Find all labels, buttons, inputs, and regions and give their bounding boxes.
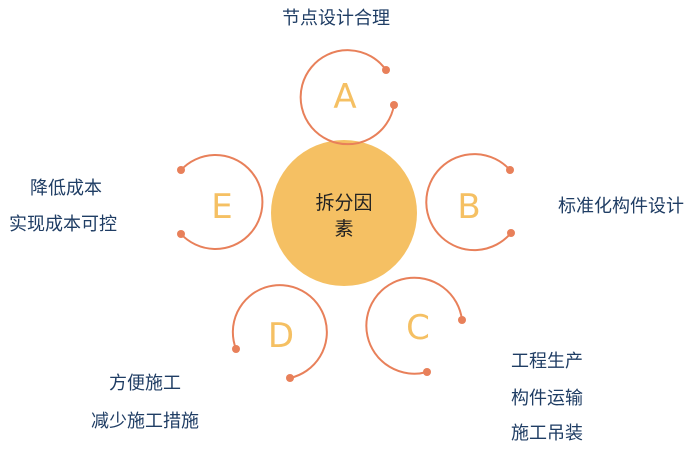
node-c-arc-end-dot [423, 368, 431, 376]
node-a-label-1: 节点设计合理 [282, 8, 390, 29]
center-label-line2: 素 [334, 218, 353, 240]
node-e-letter: E [211, 187, 232, 227]
node-a-arc-end-dot [390, 101, 398, 109]
node-d-arc [231, 284, 328, 379]
node-d: D [231, 284, 328, 382]
node-d-label-2: 减少施工措施 [91, 411, 199, 432]
center-label-line1: 拆分因 [315, 192, 372, 214]
node-c-label-3: 施工吊装 [511, 423, 583, 444]
node-b-label-1: 标准化构件设计 [558, 196, 684, 217]
node-e-label-2: 实现成本可控 [9, 214, 117, 235]
node-d-letter: D [268, 316, 294, 356]
node-b-arc-start-dot [506, 166, 514, 174]
node-a: A [299, 49, 398, 146]
node-d-arc-end-dot [286, 374, 294, 382]
node-e-label-1: 降低成本 [30, 178, 102, 199]
center-circle [271, 140, 417, 286]
node-c-arc [365, 276, 463, 375]
node-c-arc-start-dot [458, 316, 466, 324]
node-e-arc-end-dot [177, 230, 185, 238]
node-b-arc-end-dot [507, 229, 515, 237]
node-e: E [177, 154, 264, 250]
node-c-letter: C [406, 308, 430, 348]
node-b-letter: B [457, 187, 480, 227]
node-c: C [365, 276, 466, 376]
node-b: B [425, 153, 515, 252]
node-a-letter: A [333, 77, 356, 117]
node-d-label-1: 方便施工 [109, 373, 181, 394]
node-a-arc-start-dot [382, 66, 390, 74]
node-c-label-2: 构件运输 [511, 388, 583, 409]
node-b-arc [425, 153, 512, 252]
node-c-label-1: 工程生产 [511, 351, 583, 372]
node-d-arc-start-dot [232, 345, 240, 353]
node-a-arc [299, 49, 395, 146]
node-e-arc-start-dot [177, 166, 185, 174]
node-e-arc [180, 154, 264, 250]
